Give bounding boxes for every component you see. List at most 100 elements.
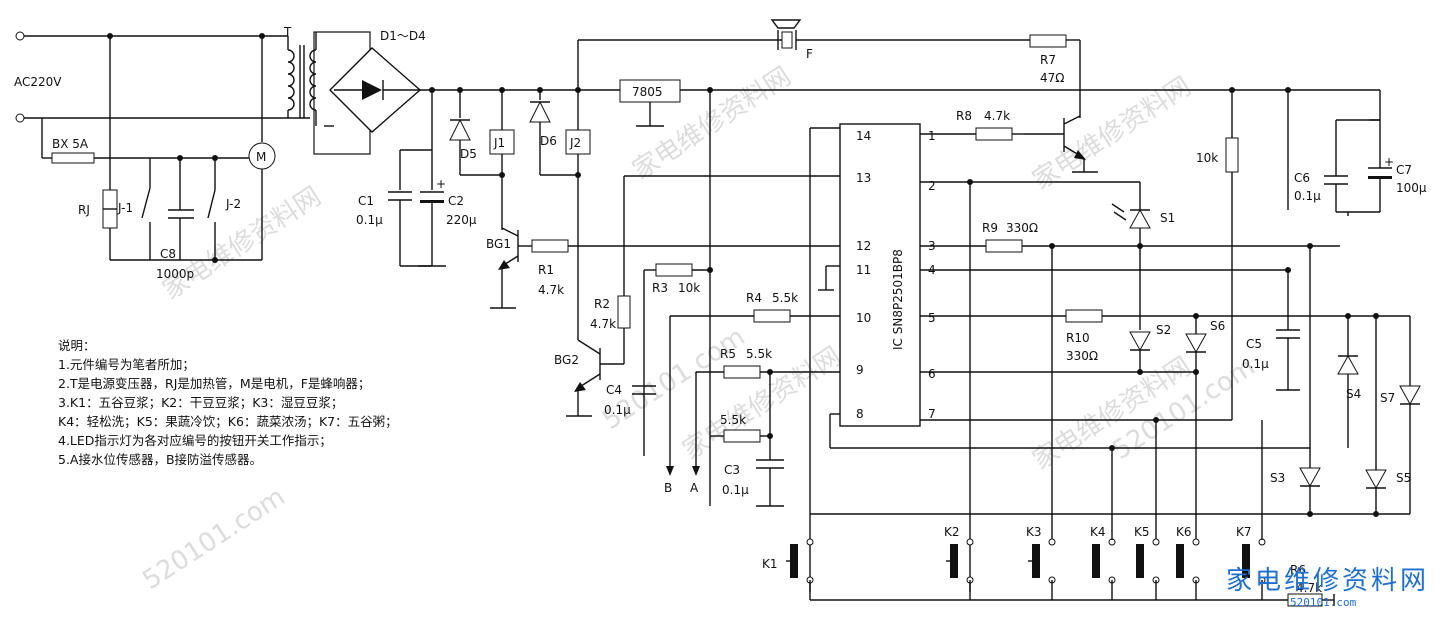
k3-label: K3 bbox=[1026, 525, 1042, 539]
c4-value: 0.1μ bbox=[604, 403, 631, 417]
r1-value: 4.7k bbox=[538, 283, 564, 297]
b-label: B bbox=[664, 481, 672, 495]
r7-value: 47Ω bbox=[1040, 71, 1064, 85]
r4-value: 5.5k bbox=[772, 291, 798, 305]
r6-label: R6 bbox=[1290, 563, 1306, 577]
c3-value: 0.1μ bbox=[722, 483, 749, 497]
svg-text:7: 7 bbox=[928, 407, 936, 421]
k2-label: K2 bbox=[944, 525, 960, 539]
c6-label: C6 bbox=[1294, 171, 1310, 185]
ic-sn8p2501bp8: IC SN8P2501BP8 14 1 13 2 12 3 11 4 10 5 … bbox=[568, 123, 1310, 592]
bg1-r1: R1 4.7k BG1 bbox=[486, 227, 569, 309]
c1-c2: C1 0.1μ + C2 220μ bbox=[356, 90, 477, 267]
r-10k-label: 10k bbox=[1196, 151, 1218, 165]
svg-text:+: + bbox=[1384, 155, 1394, 169]
k4-label: K4 bbox=[1090, 525, 1106, 539]
bridge-label: D1～D4 bbox=[380, 29, 426, 43]
watermark: 家电维修资料网 家电维修资料网 家电维修资料网 家电维修资料网 家电维修资料网 … bbox=[137, 62, 1260, 596]
svg-text:6: 6 bbox=[928, 367, 936, 381]
k1-label: K1 bbox=[762, 557, 778, 571]
c8-value: 1000p bbox=[156, 267, 194, 281]
ic-label: IC SN8P2501BP8 bbox=[891, 249, 905, 350]
c8-label: C8 bbox=[160, 247, 176, 261]
c5-value: 0.1μ bbox=[1242, 357, 1269, 371]
s2-label: S2 bbox=[1156, 323, 1171, 337]
pin5-leds: R10 330Ω S2 S6 S4 S7 bbox=[920, 309, 1421, 514]
right-supply: 10k C6 0.1μ + C7 100μ bbox=[1196, 90, 1427, 420]
c1-value: 0.1μ bbox=[356, 213, 383, 227]
buzzer-label: F bbox=[806, 47, 813, 61]
r7-label: R7 bbox=[1040, 53, 1056, 67]
svg-text:5: 5 bbox=[928, 311, 936, 325]
c6-value: 0.1μ bbox=[1294, 189, 1321, 203]
notes-block: 说明： 1.元件编号为笔者所加； 2.T是电源变压器，RJ是加热管，M是电机，F… bbox=[58, 336, 398, 469]
note-line: 2.T是电源变压器，RJ是加热管，M是电机，F是蜂响器； bbox=[58, 376, 371, 391]
pin6 bbox=[920, 369, 1199, 540]
d6-j2: D6 J2 bbox=[529, 40, 591, 330]
svg-text:2: 2 bbox=[928, 179, 936, 193]
j1-label: J1 bbox=[493, 136, 505, 150]
k5-label: K5 bbox=[1134, 525, 1150, 539]
bg2-label: BG2 bbox=[554, 353, 579, 367]
j2-label: J2 bbox=[569, 136, 581, 150]
note-line: 4.LED指示灯为各对应编号的按钮开关工作指示； bbox=[58, 433, 332, 448]
note-line: K4：轻松洗；K5：果蔬冷饮；K6：蔬菜浓汤；K7：五谷粥； bbox=[58, 414, 398, 429]
motor-label: M bbox=[256, 150, 266, 164]
c1-label: C1 bbox=[358, 194, 374, 208]
note-line: 1.元件编号为笔者所加； bbox=[58, 357, 195, 372]
r2-label: R2 bbox=[594, 297, 610, 311]
s7-label: S7 bbox=[1380, 391, 1395, 405]
d5-label: D5 bbox=[460, 147, 477, 161]
transformer: T bbox=[262, 25, 334, 127]
note-line: 5.A接水位传感器，B接防溢传感器。 bbox=[58, 452, 263, 467]
r8-label: R8 bbox=[956, 109, 972, 123]
svg-text:14: 14 bbox=[856, 129, 871, 143]
r3-label: R3 bbox=[652, 281, 668, 295]
svg-text:+: + bbox=[436, 177, 446, 191]
svg-text:8: 8 bbox=[856, 407, 864, 421]
r-5k5-label: 5.5k bbox=[720, 413, 746, 427]
regulator-label: 7805 bbox=[632, 85, 663, 99]
c2-label: C2 bbox=[448, 194, 464, 208]
k6-label: K6 bbox=[1176, 525, 1192, 539]
svg-text:9: 9 bbox=[856, 363, 864, 377]
pin4: C5 0.1μ bbox=[920, 267, 1300, 391]
svg-text:520101.com: 520101.com bbox=[137, 482, 290, 596]
d5-j1: D5 J1 bbox=[449, 90, 515, 230]
k7-label: K7 bbox=[1236, 525, 1252, 539]
bridge-rectifier: D1～D4 bbox=[313, 29, 426, 155]
c2-value: 220μ bbox=[446, 213, 477, 227]
r9-label: R9 bbox=[982, 221, 998, 235]
bg1-label: BG1 bbox=[486, 237, 511, 251]
r3: R3 10k bbox=[643, 90, 713, 506]
svg-text:1: 1 bbox=[928, 129, 936, 143]
pin3-r9: R9 330Ω bbox=[920, 221, 1340, 540]
s1-label: S1 bbox=[1160, 211, 1175, 225]
s4-label: S4 bbox=[1346, 387, 1361, 401]
fuse-label: BX 5A bbox=[52, 137, 89, 151]
r4-label: R4 bbox=[746, 291, 762, 305]
r10-value: 330Ω bbox=[1066, 349, 1098, 363]
site-logo-url: 520101.com bbox=[1290, 596, 1357, 609]
s5-label: S5 bbox=[1396, 471, 1411, 485]
r9-value: 330Ω bbox=[1006, 221, 1038, 235]
s3-label: S3 bbox=[1270, 471, 1285, 485]
a-label: A bbox=[690, 481, 699, 495]
r5-c3: R5 5.5k A 5.5k C3 0.1μ bbox=[690, 347, 784, 507]
r8-value: 4.7k bbox=[984, 109, 1010, 123]
notes-title: 说明： bbox=[58, 338, 96, 353]
r2-value: 4.7k bbox=[590, 317, 616, 331]
d6-label: D6 bbox=[540, 134, 557, 148]
r4-c4: R4 5.5k C4 0.1μ B bbox=[604, 291, 798, 495]
c4-label: C4 bbox=[606, 383, 622, 397]
svg-text:家电维修资料网: 家电维修资料网 bbox=[157, 182, 326, 306]
power-rail: 7805 bbox=[420, 79, 1381, 127]
c5-label: C5 bbox=[1246, 337, 1262, 351]
fuse bbox=[51, 152, 95, 164]
r5-label: R5 bbox=[720, 347, 736, 361]
j2-contact-label: J-2 bbox=[225, 197, 241, 211]
site-logo: 家电维修资料网 bbox=[1226, 566, 1430, 596]
s6-label: S6 bbox=[1210, 319, 1225, 333]
r1-label: R1 bbox=[538, 263, 554, 277]
